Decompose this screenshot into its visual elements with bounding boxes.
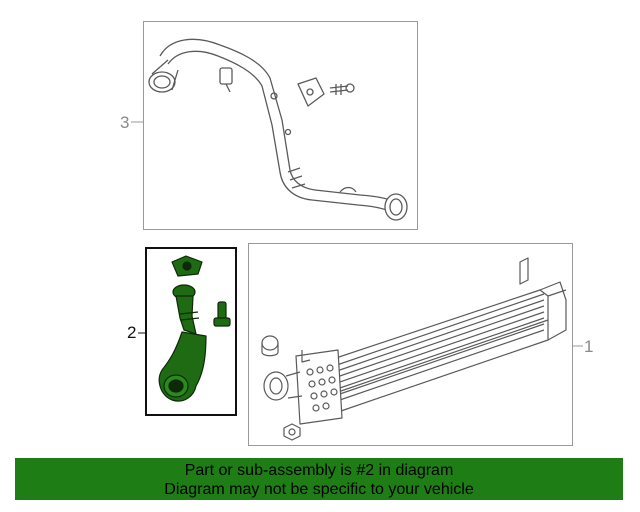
banner-line-2: Diagram may not be specific to your vehi… bbox=[164, 481, 474, 498]
charge-air-pipe-drawing bbox=[148, 38, 408, 221]
part-info-banner: Part or sub-assembly is #2 in diagram Di… bbox=[15, 458, 623, 500]
callout-number-3: 3 bbox=[120, 113, 130, 132]
callout-number-2: 2 bbox=[127, 323, 137, 342]
part-3-frame bbox=[143, 21, 418, 230]
intercooler-outlet-hose-drawing bbox=[158, 255, 231, 402]
callout-number-1: 1 bbox=[584, 337, 594, 356]
intercooler-drawing bbox=[261, 257, 567, 441]
banner-line-1: Part or sub-assembly is #2 in diagram bbox=[184, 462, 454, 479]
